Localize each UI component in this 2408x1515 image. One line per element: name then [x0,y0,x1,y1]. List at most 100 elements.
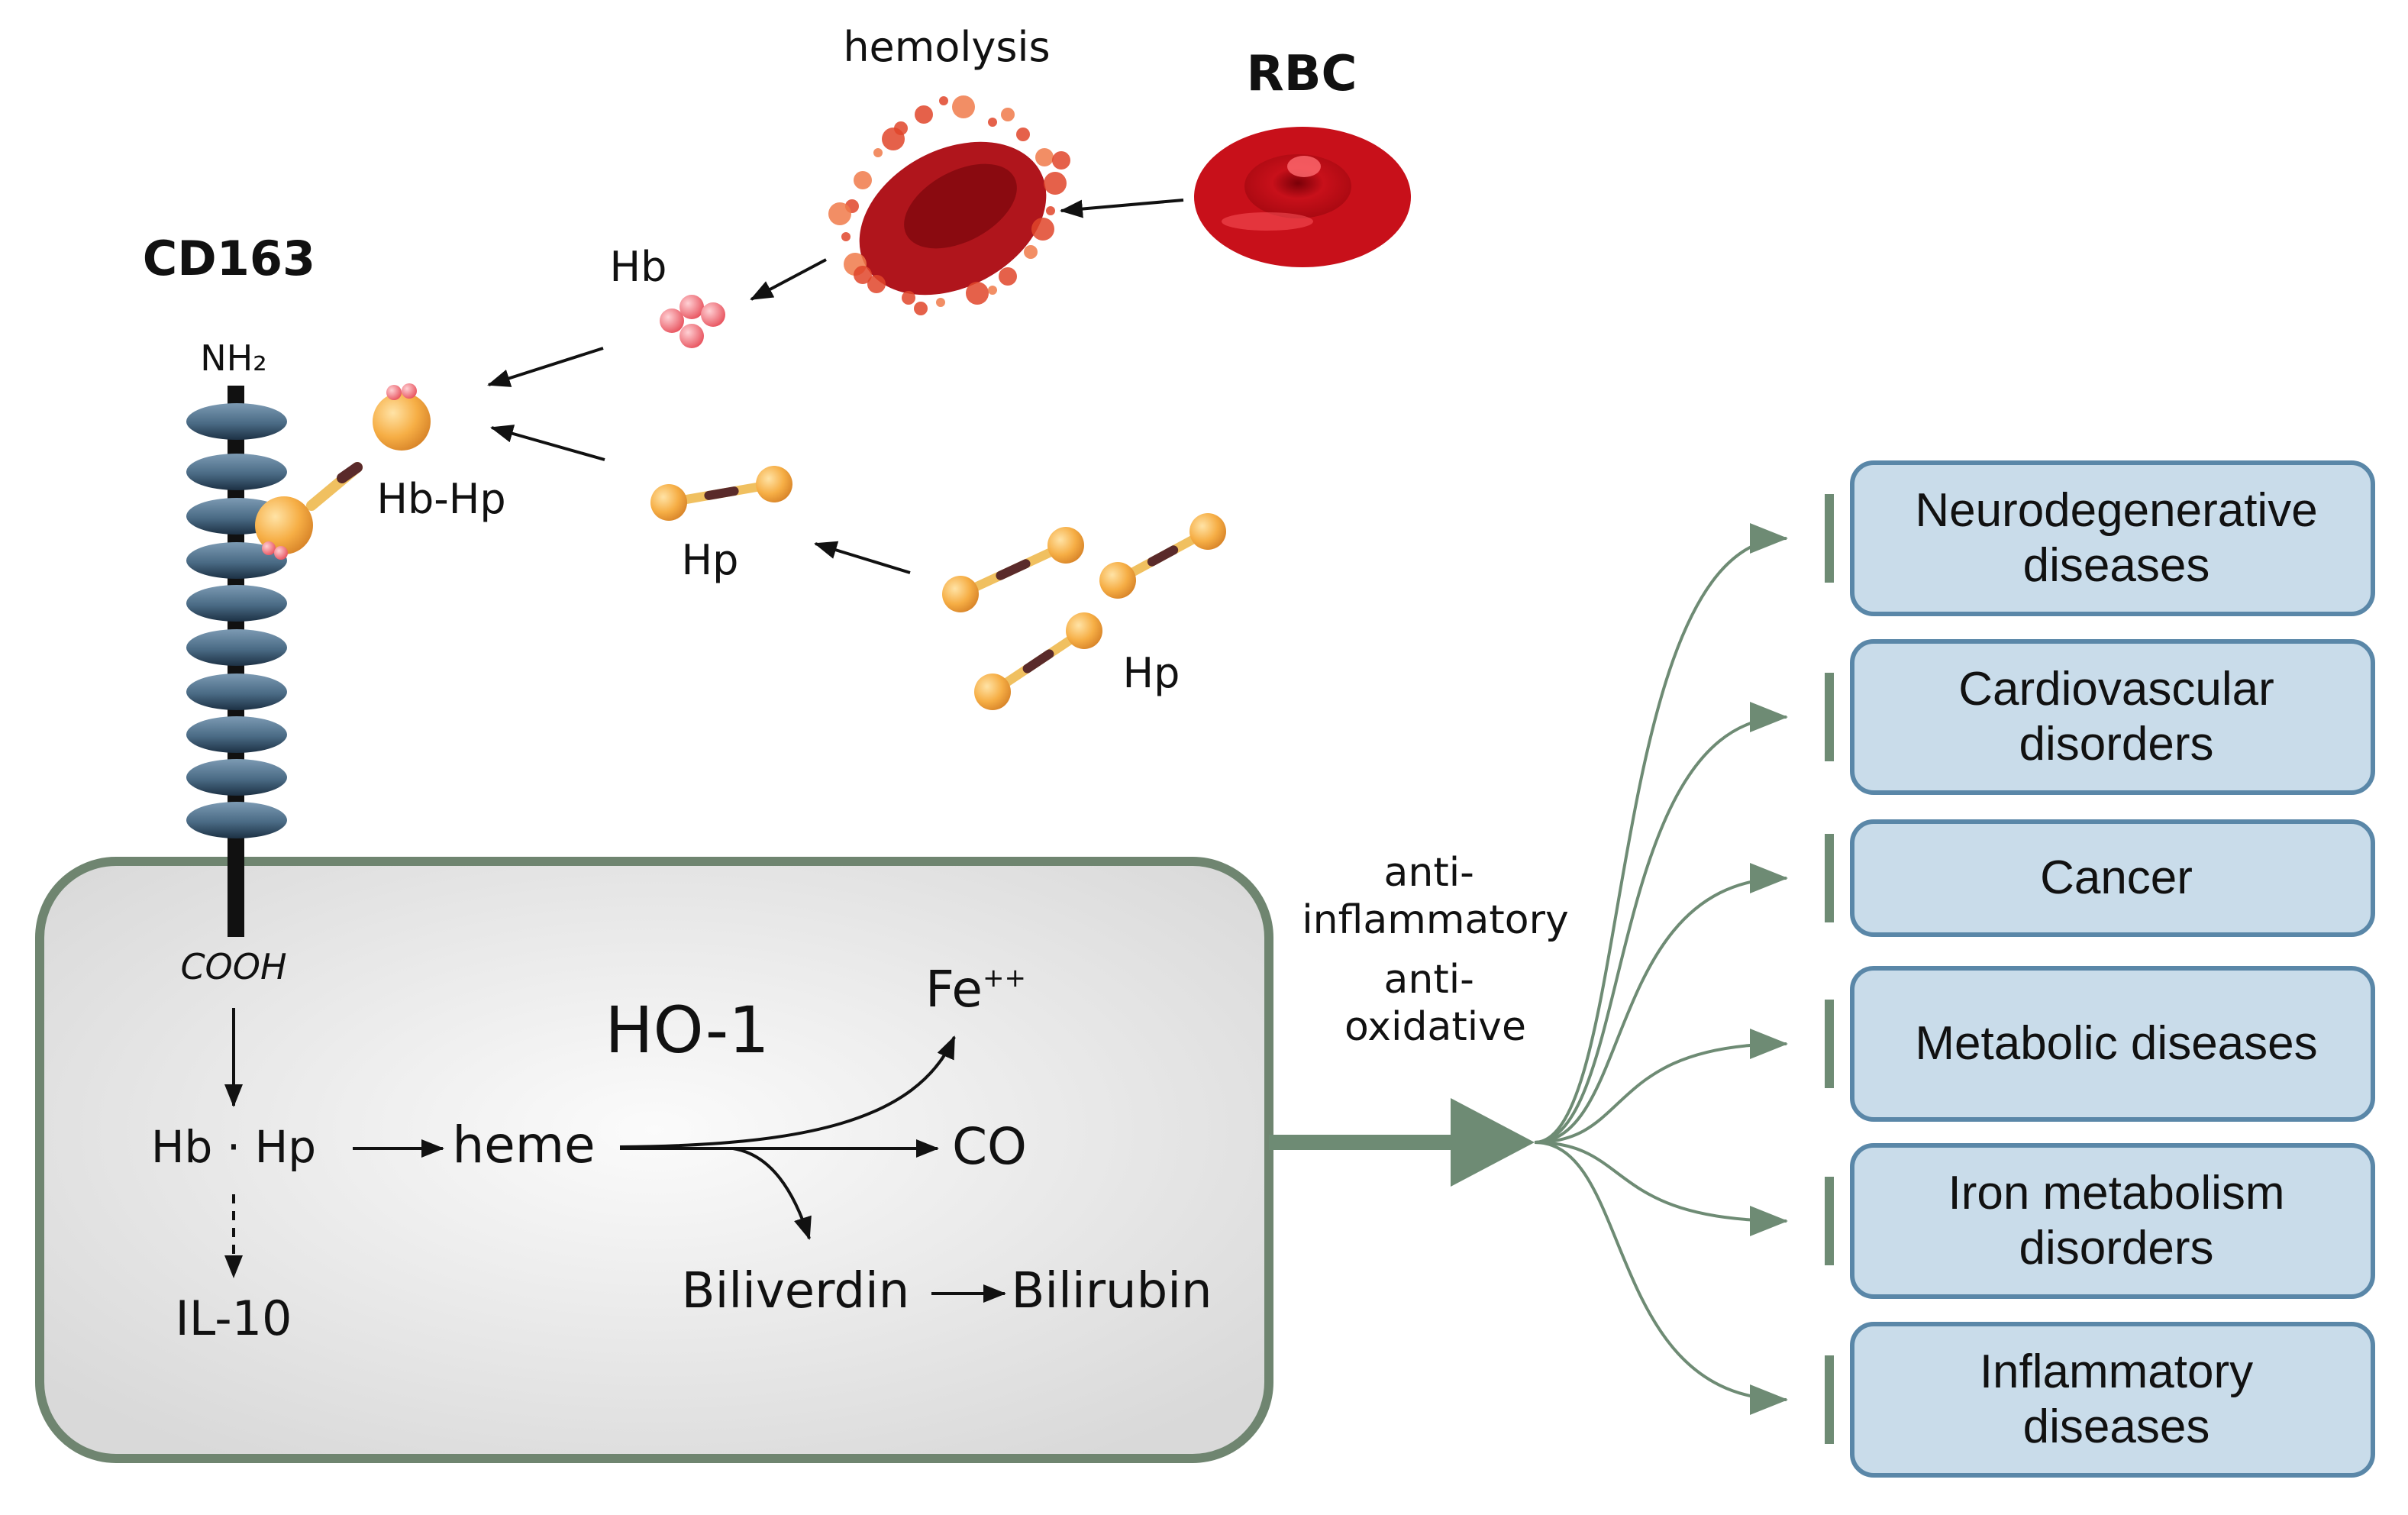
cooh-label: COOH [180,946,286,987]
cd163-domain-4 [186,542,287,579]
cd163-domain-8 [186,716,287,753]
co-label: CO [952,1117,1027,1176]
main-effect-arrow-head [1451,1098,1535,1187]
branch-arrow-6 [1534,1141,1788,1415]
arrow-hp-to-hbhp [490,425,605,461]
branch-arrow-3 [1534,863,1788,1144]
branch-arrow-4 [1534,1029,1788,1144]
hemolysis-fragment [902,291,915,305]
arrow-heme-to-biliverdin [732,1147,812,1240]
hp-dumbbell [650,466,792,521]
hemolysis-fragment [915,105,933,124]
hemolysis-fragment [841,232,851,241]
disease-branches [1534,494,1834,1444]
hemolysis-fragment [873,148,883,157]
hemolysis-icon [828,95,1070,315]
hemolysis-fragment [1052,151,1070,170]
cd163-label: CD163 [143,231,315,286]
arrow-heme-to-fe [619,1035,956,1148]
hemolysis-label: hemolysis [843,23,1050,71]
rbc-label: RBC [1246,46,1357,102]
hemolysis-fragment [1031,218,1054,241]
il10-label: IL-10 [175,1290,292,1346]
hemolysis-fragment [939,96,948,105]
biliverdin-label: Biliverdin [682,1263,910,1320]
disease-label-line1: Neurodegenerative [1915,484,2318,537]
hemolysis-fragment [988,286,997,295]
bilirubin-label: Bilirubin [1011,1263,1212,1320]
disease-box-4 [1850,966,2375,1122]
hp-molecules [650,466,1226,710]
disease-label-line2: disorders [2019,1222,2214,1274]
cd163-domain-2 [186,454,287,490]
arrow-hemolysis-to-hb [750,258,827,301]
hemolysis-fragment [952,95,975,118]
hb-label: Hb [610,243,667,291]
hemolysis-fragment [988,118,997,127]
disease-label-3: Cancer [1857,822,2376,935]
hp-dumbbell [974,612,1102,710]
hp-lower-label: Hp [1123,649,1180,697]
cell-body [35,857,1273,1463]
ho1-label: HO-1 [605,993,769,1068]
hp-middle-label: Hp [682,536,739,584]
hemolysis-fragment [936,298,945,307]
disease-label-line2: diseases [2022,539,2210,592]
hb-molecule-icon [660,295,725,348]
cd163-domain-9 [186,759,287,796]
heme-label: heme [452,1116,595,1174]
hemolysis-fragment [867,275,886,293]
hemolysis-fragment [1046,206,1055,215]
hemolysis-fragment [999,267,1017,286]
fe-label: Fe++ [925,960,1026,1019]
hemolysis-fragment [1001,108,1015,121]
anti-inflammatory-label: anti- inflammatory [1302,850,1569,943]
disease-box-5 [1850,1143,2375,1299]
cd163-domain-1 [186,403,287,440]
arrow-rbc-to-hemolysis [1060,199,1184,218]
hp-dumbbell [1099,513,1226,599]
anti-oxidative-label: anti- oxidative [1344,957,1526,1050]
disease-box-1 [1850,460,2375,616]
disease-label-line1: Cardiovascular [1958,663,2274,716]
bound-hb-hp-icon [255,462,363,560]
disease-label-line1: Inflammatory [1979,1345,2254,1398]
hemolysis-fragment [882,128,905,150]
hemolysis-fragment [914,302,928,315]
disease-label-line1: Cancer [2040,851,2193,904]
branch-arrow-2 [1534,702,1788,1144]
disease-label-line2: disorders [2019,718,2214,770]
hp-dumbbell [942,527,1084,612]
branch-arrow-1 [1534,523,1788,1144]
rbc-cell-icon [1194,127,1411,267]
disease-boxes [1850,460,2375,1478]
hemolysis-fragment [1024,245,1038,259]
hemolysis-fragment [1016,128,1030,141]
hemolysis-fragment [1035,148,1054,166]
disease-box-3 [1850,819,2375,937]
disease-box-6 [1850,1322,2375,1478]
disease-label-4: Metabolic diseases [1857,968,2376,1119]
cd163-receptor [186,386,287,937]
hemolysis-fragment [854,171,872,189]
hemolysis-fragment [854,266,872,284]
branch-arrow-5 [1534,1141,1788,1236]
arrow-hb-to-hbhp [487,347,604,387]
arrow-hp-pool-to-hp [814,541,911,574]
hb-hp-label: Hb-Hp [376,475,505,523]
hb-dot-hp-label: Hb · Hp [151,1121,316,1173]
disease-box-2 [1850,639,2375,795]
disease-label-line1: Metabolic diseases [1915,1017,2318,1070]
cd163-domain-10 [186,802,287,838]
hb-hp-complex-icon [373,383,431,451]
disease-label-line2: diseases [2022,1400,2210,1453]
hemolysis-fragment [828,202,851,225]
disease-label-line1: Iron metabolism [1948,1167,2285,1219]
cd163-domain-5 [186,585,287,622]
nh2-label: NH₂ [200,338,266,379]
